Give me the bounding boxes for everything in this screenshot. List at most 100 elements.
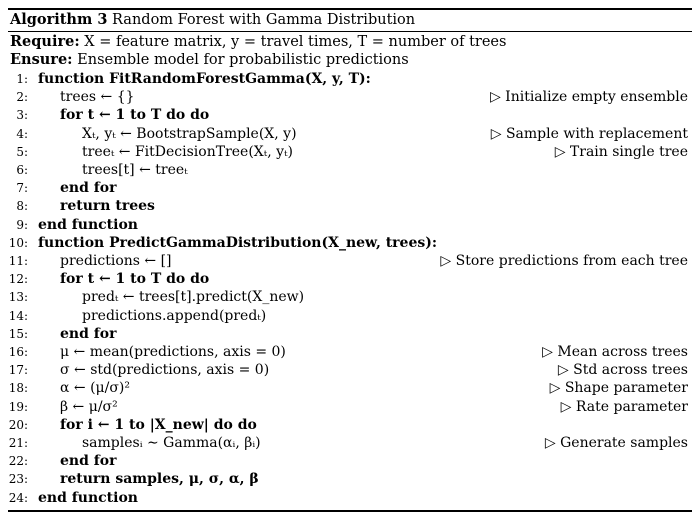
algorithm-line: 2: trees ← {} ▷ Initialize empty ensemble [0, 88, 700, 106]
comment-triangle-icon: ▷ [549, 380, 561, 397]
top-rule [8, 8, 692, 10]
require-line: Require: X = feature matrix, y = travel … [10, 33, 506, 50]
comment-triangle-icon: ▷ [560, 398, 572, 415]
line-code: function FitRandomForestGamma(X, y, T): [38, 71, 371, 87]
line-number: 22: [8, 454, 28, 469]
comment-triangle-icon: ▷ [554, 143, 566, 160]
line-code: α ← (μ/σ)² [60, 380, 130, 397]
line-code: end function [38, 489, 138, 506]
bottom-rule [8, 510, 692, 512]
line-number: 8: [16, 199, 28, 214]
algorithm-line: 6:trees[t] ← treeₜ [0, 161, 700, 179]
line-code: predictions.append(predₜ) [82, 307, 267, 324]
comment-triangle-icon: ▷ [489, 89, 501, 106]
require-text: X = feature matrix, y = travel times, T … [84, 34, 507, 50]
algorithm-line: 11: predictions ← [] ▷ Store predictions f… [0, 252, 700, 270]
algorithm-line: 17: σ ← std(predictions, axis = 0) ▷ Std a… [0, 361, 700, 379]
line-comment: ▷ Std across trees [558, 361, 688, 379]
algorithm-line: 12: for t ← 1 to T do do [0, 270, 700, 288]
algorithm-line: 15: end for [0, 325, 700, 343]
algorithm-line: 3: for t ← 1 to T do do [0, 106, 700, 124]
algorithm-line: 9: end function [0, 216, 700, 234]
line-code: trees ← {} [60, 89, 135, 106]
line-code: predictions ← [] [60, 253, 172, 269]
line-number: 11: [8, 254, 28, 268]
line-number: 1: [16, 72, 28, 86]
line-code: for t ← 1 to T do do [60, 271, 210, 288]
line-code: Xₜ, yₜ ← BootstrapSample(X, y) [82, 125, 297, 142]
comment-text: Sample with replacement [505, 125, 688, 142]
algorithm-line: 14: predictions.append(predₜ) [0, 307, 700, 325]
comment-triangle-icon: ▷ [544, 435, 556, 451]
ensure-text: Ensemble model for probabilistic predict… [77, 52, 409, 68]
line-number: 5: [16, 144, 28, 159]
line-number: 7: [16, 181, 28, 196]
algorithm-line: 1: function FitRandomForestGamma(X, y, T)… [0, 70, 700, 88]
line-comment: ▷ Shape parameter [550, 379, 688, 397]
comment-text: Std across trees [573, 362, 688, 379]
algorithm-line: 23:return samples, μ, σ, α, β [0, 470, 700, 488]
comment-text: Initialize empty ensemble [505, 89, 688, 106]
comment-text: Shape parameter [564, 380, 688, 397]
line-comment: ▷ Mean across trees [542, 343, 688, 361]
line-comment: ▷ Sample with replacement [491, 125, 688, 143]
line-number: 3: [16, 108, 28, 123]
line-number: 19: [8, 399, 28, 414]
line-number: 9: [16, 217, 28, 232]
line-comment: ▷ Store predictions from each tree [440, 252, 688, 270]
line-code: μ ← mean(predictions, axis = 0) [60, 344, 286, 360]
require-keyword: Require: [10, 33, 80, 50]
line-code: samplesᵢ ∼ Gamma(αᵢ, βᵢ) [82, 435, 261, 451]
line-code: function PredictGammaDistribution(X_new,… [38, 234, 438, 251]
line-code: end for [60, 180, 117, 197]
comment-text: Rate parameter [575, 398, 688, 415]
line-number: 23: [8, 472, 28, 487]
line-code: end for [60, 453, 117, 470]
line-code: end function [38, 216, 138, 233]
ensure-line: Ensure: Ensemble model for probabilistic… [10, 51, 409, 68]
line-number: 21: [8, 436, 28, 450]
algorithm-line: 5: treeₜ ← FitDecisionTree(Xₜ, yₜ) ▷ Train… [0, 143, 700, 161]
line-comment: ▷ Generate samples [545, 434, 688, 452]
comment-triangle-icon: ▷ [490, 125, 502, 142]
line-number: 12: [8, 272, 28, 287]
algorithm-line: 13: predₜ ← trees[t].predict(X_new) [0, 288, 700, 306]
comment-triangle-icon: ▷ [557, 362, 569, 379]
line-number: 24: [8, 490, 28, 505]
algorithm-line: 21: samplesᵢ ∼ Gamma(αᵢ, βᵢ) ▷ Generate sa… [0, 434, 700, 452]
line-comment: ▷ Initialize empty ensemble [490, 88, 688, 106]
algorithm-line: 4:Xₜ, yₜ ← BootstrapSample(X, y)▷ Sample… [0, 125, 700, 143]
algorithm-line: 24: end function [0, 489, 700, 507]
line-code: β ← μ/σ² [60, 398, 118, 415]
algorithm-title: Random Forest with Gamma Distribution [112, 12, 416, 28]
line-code: for i ← 1 to |X_new| do do [60, 416, 257, 433]
line-number: 10: [8, 235, 28, 250]
line-code: end for [60, 325, 117, 342]
comment-triangle-icon: ▷ [542, 344, 553, 360]
comment-text: Train single tree [569, 143, 688, 160]
algorithm-line: 10: function PredictGammaDistribution(X_n… [0, 234, 700, 252]
algorithm-line: 8: return trees [0, 197, 700, 215]
line-number: 20: [8, 417, 28, 432]
line-number: 2: [16, 90, 28, 105]
line-code: return trees [60, 198, 155, 215]
line-code: treeₜ ← FitDecisionTree(Xₜ, yₜ) [82, 143, 293, 160]
comment-text: Generate samples [560, 435, 688, 451]
algorithm-line: 22: end for [0, 452, 700, 470]
line-comment: ▷ Rate parameter [561, 398, 688, 416]
line-number: 14: [8, 308, 28, 323]
algorithm-label: Algorithm 3 [10, 11, 108, 28]
algorithm-line: 7: end for [0, 179, 700, 197]
line-number: 15: [8, 326, 28, 341]
line-number: 18: [8, 381, 28, 396]
line-number: 17: [8, 363, 28, 378]
line-code: σ ← std(predictions, axis = 0) [60, 362, 270, 379]
line-comment: ▷ Train single tree [555, 143, 688, 161]
line-code: predₜ ← trees[t].predict(X_new) [82, 289, 305, 306]
algorithm-line: 16:μ ← mean(predictions, axis = 0)▷ Mean… [0, 343, 700, 361]
line-number: 13: [8, 290, 28, 305]
algorithm-line: 18: α ← (μ/σ)² ▷ Shape parameter [0, 379, 700, 397]
algorithm-caption: Algorithm 3 Random Forest with Gamma Dis… [10, 11, 415, 28]
ensure-keyword: Ensure: [10, 51, 73, 68]
line-code: for t ← 1 to T do do [60, 107, 210, 124]
